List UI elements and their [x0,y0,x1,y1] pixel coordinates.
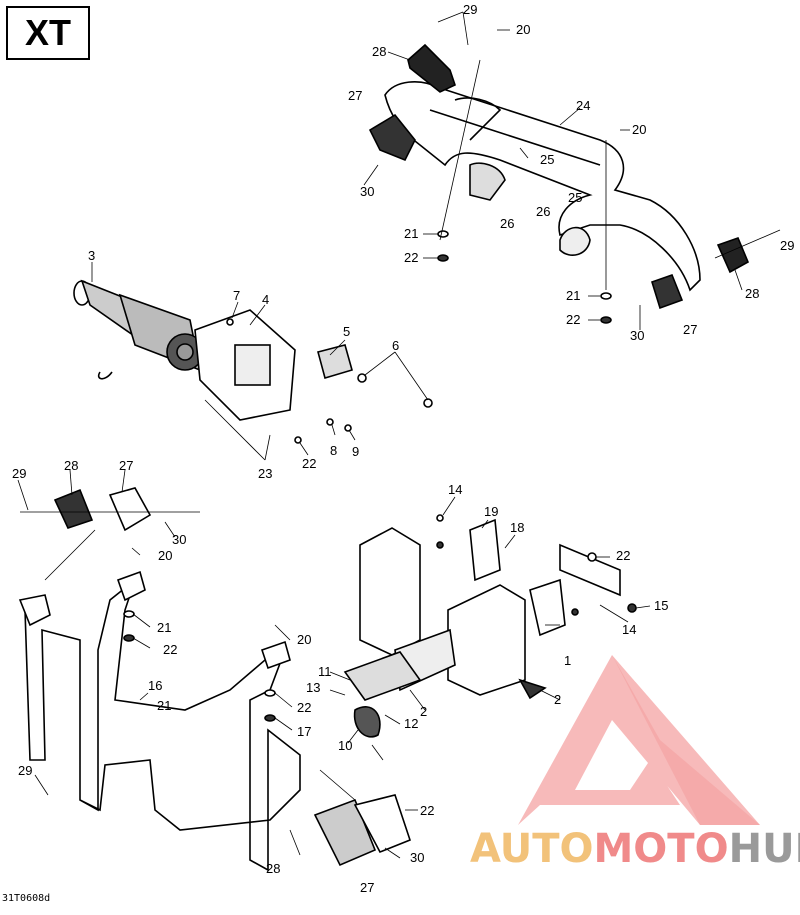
callout-label: 22 [163,642,177,657]
callout-label: 21 [157,620,171,635]
callout-label: 10 [338,738,352,753]
callout-label: 28 [372,44,386,59]
front-bumper-group [18,487,411,872]
callout-label: 27 [360,880,374,895]
callout-label: 20 [158,548,172,563]
callout-label: 19 [484,504,498,519]
callout-label: 21 [404,226,418,241]
callout-label: 25 [568,190,582,205]
callout-label: 18 [510,520,524,535]
callout-label: 1 [564,653,571,668]
callout-label: 29 [780,238,794,253]
callout-label: 11 [318,664,332,679]
callout-label: 29 [463,2,477,17]
callout-label: 21 [157,698,171,713]
callout-label: 28 [64,458,78,473]
callout-label: 30 [630,328,644,343]
winch-group [73,279,433,444]
callout-label: 6 [392,338,399,353]
upper-leader-lines [363,11,781,330]
callout-label: 9 [352,444,359,459]
callout-label: 2 [554,692,561,707]
callout-label: 26 [500,216,514,231]
callout-label: 22 [616,548,630,563]
callout-label: 20 [516,22,530,37]
callout-label: 28 [745,286,759,301]
callout-label: 23 [258,466,272,481]
callout-label: 4 [262,292,269,307]
callout-label: 25 [540,152,554,167]
callout-label: 20 [632,122,646,137]
callout-label: 30 [172,532,186,547]
callout-label: 29 [18,763,32,778]
callout-label: 14 [448,482,462,497]
callout-label: 24 [576,98,590,113]
upper-rear-rack-group [368,43,750,324]
callout-label: 12 [404,716,418,731]
watermark-hub: HUB [728,826,800,872]
callout-label: 30 [360,184,374,199]
callout-label: 13 [306,680,320,695]
callout-label: 26 [536,204,550,219]
diagram-reference-code: 31T0608d [2,893,51,904]
callout-label: 22 [302,456,316,471]
callout-label: 3 [88,248,95,263]
front-leader-lines [17,469,418,859]
callout-label: 17 [297,724,311,739]
winch-leader-lines [91,262,429,461]
callout-label: 16 [148,678,162,693]
callout-label: 29 [12,466,26,481]
callout-label: 2 [420,704,427,719]
watermark-auto: AUTO [470,826,594,872]
callout-label: 20 [297,632,311,647]
callout-label: 28 [266,861,280,876]
callout-label: 5 [343,324,350,339]
callout-label: 8 [330,443,337,458]
hitch-plate-group [343,514,637,738]
callout-label: 22 [297,700,311,715]
callout-label: 7 [233,288,240,303]
callout-label: 22 [420,803,434,818]
model-badge: XT [6,6,90,60]
watermark-logo-icon [518,655,760,825]
callout-label: 15 [654,598,668,613]
callout-label: 27 [119,458,133,473]
watermark-text: AUTOMOTOHUB [470,826,800,872]
hitch-leader-lines [329,496,651,761]
watermark-moto: MOTO [593,826,729,872]
callout-label: 30 [410,850,424,865]
callout-label: 14 [622,622,636,637]
callout-label: 22 [566,312,580,327]
callout-label: 21 [566,288,580,303]
callout-label: 27 [683,322,697,337]
callout-label: 27 [348,88,362,103]
callout-label: 22 [404,250,418,265]
